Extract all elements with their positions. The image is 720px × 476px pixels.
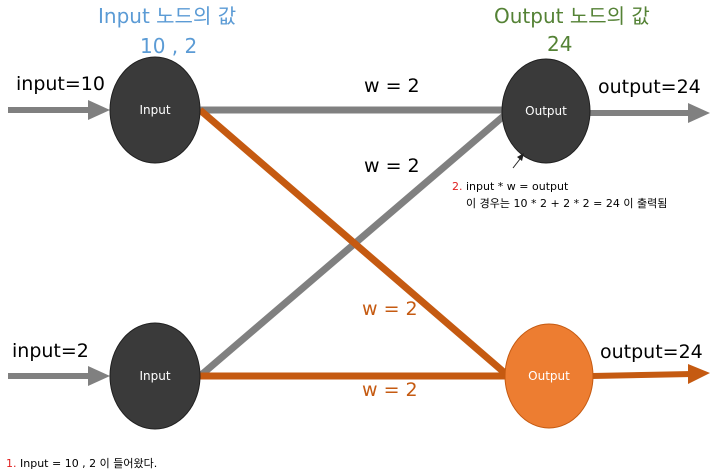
input-node-top-label: Input bbox=[139, 103, 171, 117]
note-2-line-2: 이 경우는 10 * 2 + 2 * 2 = 24 이 출력됨 bbox=[466, 197, 668, 210]
note-2-number: 2. bbox=[452, 180, 463, 193]
input-header-title: Input 노드의 값 bbox=[98, 4, 237, 28]
output-label-top: output=24 bbox=[598, 76, 701, 98]
input-label-top: input=10 bbox=[16, 73, 105, 95]
weight-label-cross-to-top: w = 2 bbox=[364, 155, 420, 177]
output-node-top bbox=[501, 58, 591, 164]
note-1-text: Input = 10 , 2 이 들어왔다. bbox=[20, 457, 158, 470]
input-header-values: 10 , 2 bbox=[140, 34, 198, 58]
note-2-formula: input * w = output bbox=[466, 180, 569, 193]
input-node-top bbox=[109, 56, 201, 164]
note-pointer-arrow bbox=[512, 153, 524, 169]
weight-label-cross-to-bottom: w = 2 bbox=[362, 298, 418, 320]
weight-label-bottom-straight: w = 2 bbox=[362, 379, 418, 401]
output-node-bottom-label: Output bbox=[528, 369, 570, 383]
input-node-bottom bbox=[109, 322, 201, 430]
input-label-bottom: input=2 bbox=[12, 340, 89, 362]
input-node-bottom-label: Input bbox=[139, 369, 171, 383]
input-arrow-top bbox=[8, 100, 110, 120]
weight-label-top-straight: w = 2 bbox=[364, 75, 420, 97]
output-node-top-label: Output bbox=[525, 104, 567, 118]
note-2-line-1: 2. input * w = output bbox=[452, 181, 568, 192]
output-header-value: 24 bbox=[547, 32, 573, 56]
note-1-number: 1. bbox=[6, 457, 17, 470]
edge-cross-to-bottom bbox=[197, 107, 509, 377]
output-node-bottom bbox=[504, 323, 594, 429]
note-1: 1. Input = 10 , 2 이 들어왔다. bbox=[6, 458, 157, 469]
output-arrow-top bbox=[588, 103, 710, 123]
output-arrow-bottom bbox=[591, 364, 710, 384]
output-header-title: Output 노드의 값 bbox=[494, 4, 650, 28]
output-label-bottom: output=24 bbox=[600, 341, 703, 363]
input-arrow-bottom bbox=[8, 366, 110, 386]
